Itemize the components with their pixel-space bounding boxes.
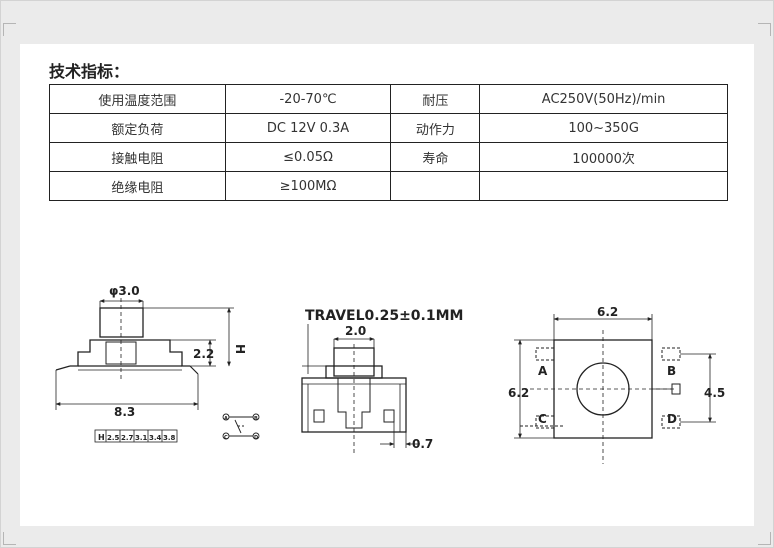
frame-corner xyxy=(758,532,771,545)
height-dim-label: 2.2 xyxy=(193,347,214,361)
spec-label: 接触电阻 xyxy=(49,142,226,172)
spec-label: 使用温度范围 xyxy=(49,84,226,114)
height-value: 2.7 xyxy=(121,434,134,442)
schematic-pin-label: B xyxy=(254,416,258,422)
width-dim-label: 8.3 xyxy=(114,405,135,419)
spec-label: 寿命 xyxy=(390,142,481,172)
height-table-header: H xyxy=(98,433,105,442)
spec-table: 使用温度范围 -20-70℃ 耐压 AC250V(50Hz)/min 额定负荷 … xyxy=(49,84,728,201)
table-row: 绝缘电阻 ≥100MΩ xyxy=(49,171,728,201)
top-width-label: 6.2 xyxy=(597,305,618,319)
pin-dim-label: 0.7 xyxy=(412,437,433,451)
spec-label xyxy=(390,171,481,201)
side-view-drawing xyxy=(55,298,234,410)
spec-label: 绝缘电阻 xyxy=(49,171,226,201)
height-value: 2.5 xyxy=(107,434,120,442)
dimension-drawings: φ3.0 2.2 H 8.3 H 2.5 2.7 3.1 3.4 3.8 xyxy=(55,284,725,464)
frame-corner xyxy=(758,23,771,36)
frame-corner xyxy=(3,532,16,545)
spec-value xyxy=(479,171,728,201)
spec-value: ≤0.05Ω xyxy=(224,142,392,172)
front-view-drawing xyxy=(301,324,420,454)
spec-value: 100~350G xyxy=(479,113,728,143)
top-pin-label: C xyxy=(538,412,547,426)
top-height-label: 6.2 xyxy=(508,386,529,400)
frame-corner xyxy=(3,23,16,36)
schematic-pin-label: C xyxy=(224,435,228,441)
spec-heading: 技术指标： xyxy=(49,62,130,81)
switch-schematic xyxy=(222,413,260,440)
height-letter: H xyxy=(233,344,247,354)
height-table xyxy=(94,429,178,443)
spec-value: -20-70℃ xyxy=(224,84,392,114)
travel-label: TRAVEL0.25±0.1MM xyxy=(305,308,463,324)
top-pin-label: D xyxy=(667,412,677,426)
spec-value: ≥100MΩ xyxy=(224,171,392,201)
table-row: 接触电阻 ≤0.05Ω 寿命 100000次 xyxy=(49,142,728,172)
schematic-pin-label: D xyxy=(254,435,258,441)
table-row: 使用温度范围 -20-70℃ 耐压 AC250V(50Hz)/min xyxy=(49,84,728,114)
schematic-pin-label: A xyxy=(224,416,228,422)
pin-spacing-label: 4.5 xyxy=(704,386,725,400)
top-pin-label: B xyxy=(667,364,676,378)
table-row: 额定负荷 DC 12V 0.3A 动作力 100~350G xyxy=(49,113,728,143)
spec-value: AC250V(50Hz)/min xyxy=(479,84,728,114)
height-value: 3.1 xyxy=(135,434,148,442)
spec-label: 动作力 xyxy=(390,113,481,143)
height-value: 3.8 xyxy=(163,434,176,442)
height-value: 3.4 xyxy=(149,434,162,442)
spec-value: 100000次 xyxy=(479,142,728,172)
top-view-drawing xyxy=(514,314,716,464)
button-width-label: 2.0 xyxy=(345,324,366,338)
top-pin-label: A xyxy=(538,364,548,378)
datasheet-panel: 技术指标： 使用温度范围 -20-70℃ 耐压 AC250V(50Hz)/min… xyxy=(20,44,754,526)
diameter-label: φ3.0 xyxy=(109,284,140,298)
